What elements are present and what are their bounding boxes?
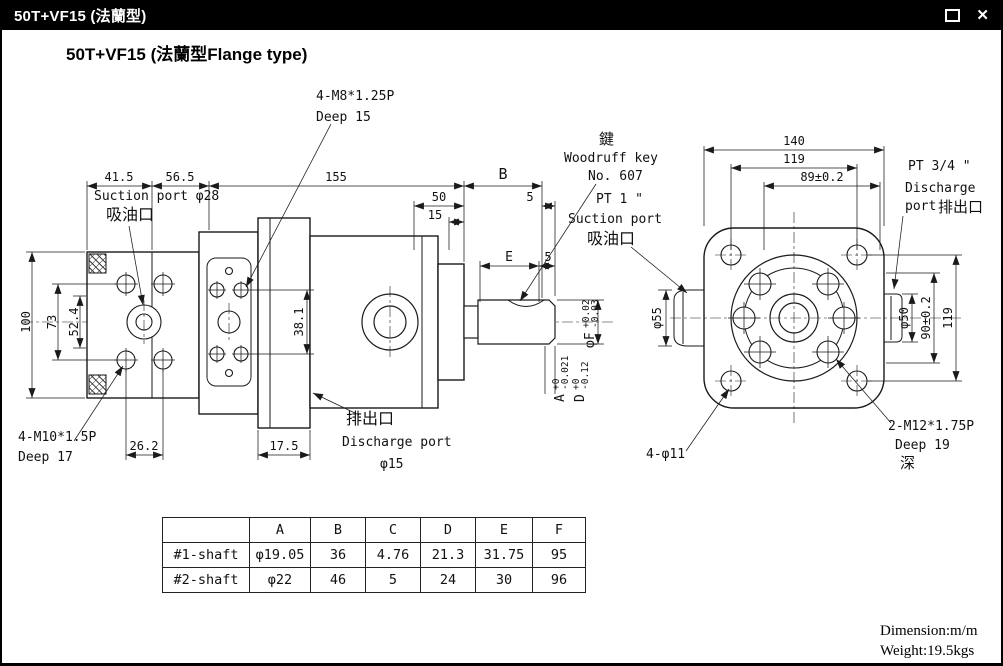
front-view: 140 119 89±0.2 PT 3/4 " Discharge port 排… (568, 134, 983, 472)
tap-note-2m12-depth: Deep 19 (895, 438, 950, 453)
dia-a-dim: A +0 -0.021 (551, 355, 571, 402)
dia-a-label: A (553, 394, 568, 402)
page-title: 50T+VF15 (法蘭型Flange type) (66, 45, 308, 64)
dim-50: 50 (432, 190, 446, 204)
spec-col-d: D (420, 517, 476, 543)
dim-17-5: 17.5 (270, 439, 299, 453)
discharge-front-cn: 排出口 (938, 198, 983, 216)
tap-note-4m10-depth: Deep 17 (18, 450, 73, 465)
dim-155: 155 (325, 170, 347, 184)
window-controls: ✕ (945, 8, 989, 23)
spec-cell: 21.3 (420, 542, 476, 568)
window-title: 50T+VF15 (法蘭型) (14, 7, 147, 25)
discharge-en: Discharge port (342, 435, 452, 450)
dim-15: 15 (428, 208, 442, 222)
key-number: No. 607 (588, 169, 643, 184)
spec-row-shaft2: #2-shaft φ22 46 5 24 30 96 (162, 567, 586, 593)
spec-row-shaft1: #1-shaft φ19.05 36 4.76 21.3 31.75 95 (162, 542, 586, 568)
spec-cell: φ19.05 (249, 542, 311, 568)
window-restore-icon[interactable] (945, 8, 961, 22)
dim-phi55: φ55 (650, 307, 664, 329)
tap-note-4m10: 4-M10*1.5P (18, 430, 96, 445)
dim-phi50: φ50 (897, 307, 911, 329)
spec-row-label: #1-shaft (162, 542, 250, 568)
dim-100: 100 (19, 311, 33, 333)
suction-port-label: Suction port φ28 (94, 189, 219, 204)
spec-col-e: E (475, 517, 533, 543)
dia-a-tol-upper: +0 (551, 378, 562, 390)
phif-tol-lower: -0.03 (590, 299, 601, 328)
spec-cell: 31.75 (475, 542, 533, 568)
tap-note-2m12: 2-M12*1.75P (888, 419, 974, 434)
discharge-front-en2: port (905, 199, 936, 214)
suction-front-en: Suction port (568, 212, 662, 227)
tap-note-2m12-cn: 深 (900, 454, 915, 472)
spec-col-c: C (365, 517, 421, 543)
discharge-dia: φ15 (380, 457, 403, 472)
dim-90: 90±0.2 (919, 296, 933, 339)
spec-cell: 4.76 (365, 542, 421, 568)
spec-col-a: A (249, 517, 311, 543)
spec-cell: 36 (310, 542, 366, 568)
dim-73: 73 (45, 315, 59, 329)
window-close-icon[interactable]: ✕ (976, 6, 989, 24)
spec-cell: 24 (420, 567, 476, 593)
spec-cell: 46 (310, 567, 366, 593)
phif-tol-upper: +0.02 (581, 299, 592, 328)
pt1-label: PT 1 " (596, 192, 643, 207)
spec-row-label: #2-shaft (162, 567, 250, 593)
dia-d-tol-lower: -0.12 (580, 361, 591, 390)
footer-notes: Dimension:m/m Weight:19.5kgs (880, 622, 978, 661)
dim-26-2: 26.2 (130, 439, 159, 453)
title-bar: 50T+VF15 (法蘭型) ✕ (2, 0, 1001, 30)
dim-52-4: 52.4 (67, 308, 81, 337)
dia-d-tol-upper: +0 (571, 378, 582, 390)
side-view: 41.5 56.5 155 B 50 15 5 E 5 100 73 52.4 … (18, 89, 658, 472)
suction-front-cn: 吸油口 (587, 229, 635, 248)
dim-119-right: 119 (941, 307, 955, 329)
dia-a-tol-lower: -0.021 (560, 355, 571, 390)
dim-56-5: 56.5 (166, 170, 195, 184)
shaft-spec-table: A B C D E F #1-shaft φ19.05 36 4.76 21.3… (162, 517, 586, 593)
key-cn: 鍵 (599, 130, 614, 148)
dim-38-1: 38.1 (292, 308, 306, 337)
dim-5-end: 5 (544, 250, 551, 264)
suction-port-cn: 吸油口 (106, 205, 154, 224)
discharge-front-en1: Discharge (905, 181, 976, 196)
spec-col-f: F (532, 517, 586, 543)
dia-d-label: D (573, 394, 588, 402)
dia-d-dim: D +0 -0.12 (571, 361, 591, 402)
weight-note: Weight:19.5kgs (880, 642, 975, 659)
dimension-note: Dimension:m/m (880, 623, 978, 639)
spec-cell: 30 (475, 567, 533, 593)
dim-e: E (505, 250, 513, 265)
dim-89: 89±0.2 (800, 170, 843, 184)
dim-119-top: 119 (783, 152, 805, 166)
dim-41-5: 41.5 (105, 170, 134, 184)
pt34-label: PT 3/4 " (908, 159, 971, 174)
discharge-cn: 排出口 (346, 409, 394, 428)
holes-4phi11: 4-φ11 (646, 447, 685, 462)
tap-note-4m8-depth: Deep 15 (316, 110, 371, 125)
key-en: Woodruff key (564, 151, 658, 166)
dim-5-key: 5 (526, 190, 533, 204)
tap-note-4m8: 4-M8*1.25P (316, 89, 394, 104)
spec-col-blank (162, 517, 250, 543)
spec-col-b: B (310, 517, 366, 543)
spec-cell: 5 (365, 567, 421, 593)
spec-cell: φ22 (249, 567, 311, 593)
dim-b: B (498, 165, 507, 183)
spec-header-row: A B C D E F (162, 517, 586, 543)
phif-label: φF (583, 332, 598, 348)
spec-cell: 95 (532, 542, 586, 568)
spec-cell: 96 (532, 567, 586, 593)
dim-140: 140 (783, 134, 805, 148)
phif-dim: φF +0.02 -0.03 (581, 299, 601, 348)
